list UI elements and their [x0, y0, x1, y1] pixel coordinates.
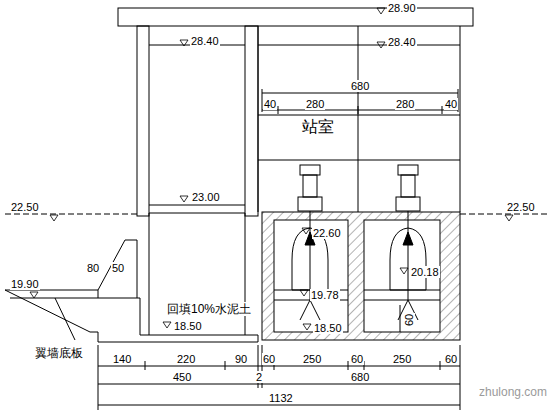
dimension-text: 28.90 — [387, 2, 417, 14]
dimension-text: 23.00 — [191, 191, 221, 203]
dimension-text: 22.50 — [506, 201, 536, 213]
dimension-text: 1132 — [268, 392, 294, 404]
dimension-text: 280 — [395, 98, 415, 110]
station-room: 站室 — [262, 46, 458, 206]
dimension-text: 40 — [444, 98, 458, 110]
dimension-text: 28.40 — [190, 35, 220, 47]
dimension-text: 280 — [305, 98, 325, 110]
dimension-text: 19.90 — [10, 278, 40, 290]
note-text: 回填10%水泥土 — [166, 302, 252, 316]
watermark: zhulong.com — [478, 386, 548, 398]
dimension-text: 140 — [112, 353, 132, 365]
dimension-text: 220 — [176, 353, 196, 365]
dimension-text: 450 — [172, 371, 192, 383]
dimension-text: 60 — [403, 313, 415, 327]
dimension-text: 18.50 — [313, 322, 343, 334]
dimension-text: 60 — [444, 353, 458, 365]
dimension-text: 19.78 — [310, 289, 340, 301]
dimension-text: 18.50 — [173, 320, 203, 332]
dimension-text: 22.60 — [312, 227, 342, 239]
dimension-text: 60 — [350, 353, 364, 365]
dimension-text: 250 — [302, 353, 322, 365]
dimension-text: 28.40 — [387, 36, 417, 48]
dimension-text: 90 — [234, 353, 248, 365]
dimension-text: 250 — [392, 353, 412, 365]
dimension-text: 20.18 — [410, 266, 440, 278]
dimension-text: 22.50 — [10, 201, 40, 213]
note-text: 翼墙底板 — [34, 346, 84, 360]
room-name: 站室 — [300, 118, 336, 136]
dimension-text: 40 — [263, 98, 277, 110]
dimension-text: 60 — [262, 353, 276, 365]
dimension-text: 80 — [86, 262, 100, 274]
dimension-text: 680 — [350, 80, 370, 92]
dimension-text: 680 — [350, 371, 370, 383]
dimension-text: 2 — [255, 371, 263, 383]
dimension-text: 50 — [111, 262, 125, 274]
